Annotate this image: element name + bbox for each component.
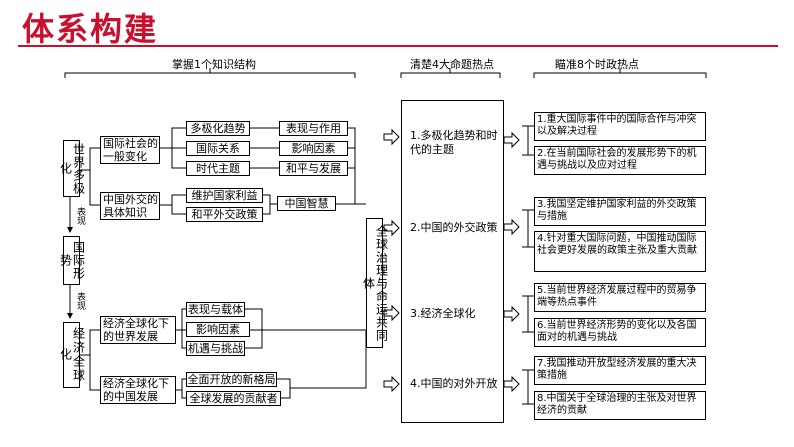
- econ-china-box: 经济全球化下的中国发展: [100, 376, 176, 404]
- relation-label-2: 表现: [75, 292, 85, 310]
- global-contributor-box: 全球发展的贡献者: [186, 391, 281, 406]
- intl-relations-box: 国际关系: [186, 141, 250, 156]
- topic-1: 1.多极化趋势和时代的主题: [410, 129, 498, 156]
- topics-box: [401, 100, 504, 423]
- econ-factors-box: 影响因素: [186, 322, 250, 337]
- opening-pattern-box: 全面开放的新格局: [186, 372, 277, 387]
- topic-4: 4.中国的对外开放: [410, 377, 498, 390]
- hotspot-4: 4.针对重大国际问题，中国推动国际社会更好发展的政策主张及重大贡献: [534, 231, 706, 272]
- intl-situation-box: 国际形势: [59, 236, 86, 285]
- multipolar-trend-box: 多极化趋势: [186, 121, 250, 136]
- hotspot-3: 3.我国坚定维护国家利益的外交政策与措施: [534, 197, 706, 226]
- hotspot-5: 5.当前世界经济发展过程中的贸易争端等热点事件: [534, 283, 706, 312]
- peace-development-box: 和平与发展: [279, 161, 348, 176]
- hotspot-7: 7.我国推动开放型经济发展的重大决策措施: [534, 356, 706, 385]
- economic-globalization-box: 经济全球化: [59, 322, 86, 388]
- opportunity-challenge-box: 机遇与挑战: [186, 341, 245, 356]
- world-multipolar-label: 世界多极化: [58, 142, 86, 195]
- peace-diplomacy-box: 和平外交政策: [186, 207, 263, 222]
- hotspot-1: 1.重大国际事件中的国际合作与冲突以及解决过程: [534, 112, 706, 141]
- global-governance-box: 全球治理与命运共同体: [362, 218, 389, 348]
- title-underline: [18, 45, 778, 47]
- econ-world-box: 经济全球化下的世界发展: [100, 316, 176, 344]
- manifest-carrier-box: 表现与载体: [186, 302, 245, 317]
- hotspot-8: 8.中国关于全球治理的主张及对世界经济的贡献: [534, 391, 706, 420]
- diplomacy-box: 中国外交的具体知识: [100, 192, 160, 220]
- topic-2: 2.中国的外交政策: [410, 221, 498, 234]
- era-theme-box: 时代主题: [186, 161, 250, 176]
- performance-role-box: 表现与作用: [279, 121, 348, 136]
- economic-globalization-label: 经济全球化: [58, 327, 86, 383]
- page-title: 体系构建: [22, 10, 159, 48]
- header-structure: 掌握1个知识结构: [172, 58, 256, 71]
- relation-label-1: 表现: [75, 207, 85, 225]
- hotspot-6: 6.当前世界经济形势的变化以及各国面对的机遇与挑战: [534, 318, 706, 347]
- header-hotspots8: 瞄准8个时政热点: [555, 58, 639, 71]
- influence-factors-box: 影响因素: [279, 141, 348, 156]
- global-governance-label: 全球治理与命运共同体: [361, 224, 389, 342]
- national-interest-box: 维护国家利益: [186, 188, 263, 203]
- world-multipolar-box: 世界多极化: [59, 140, 86, 197]
- hotspot-2: 2.在当前国际社会的发展形势下的机遇与挑战以及应对过程: [534, 146, 706, 175]
- header-hotspots4: 清楚4大命题热点: [410, 58, 494, 71]
- intl-situation-label: 国际形势: [58, 241, 86, 280]
- china-wisdom-box: 中国智慧: [277, 196, 336, 211]
- topic-3: 3.经济全球化: [410, 307, 476, 320]
- intl-society-box: 国际社会的一般变化: [100, 136, 160, 164]
